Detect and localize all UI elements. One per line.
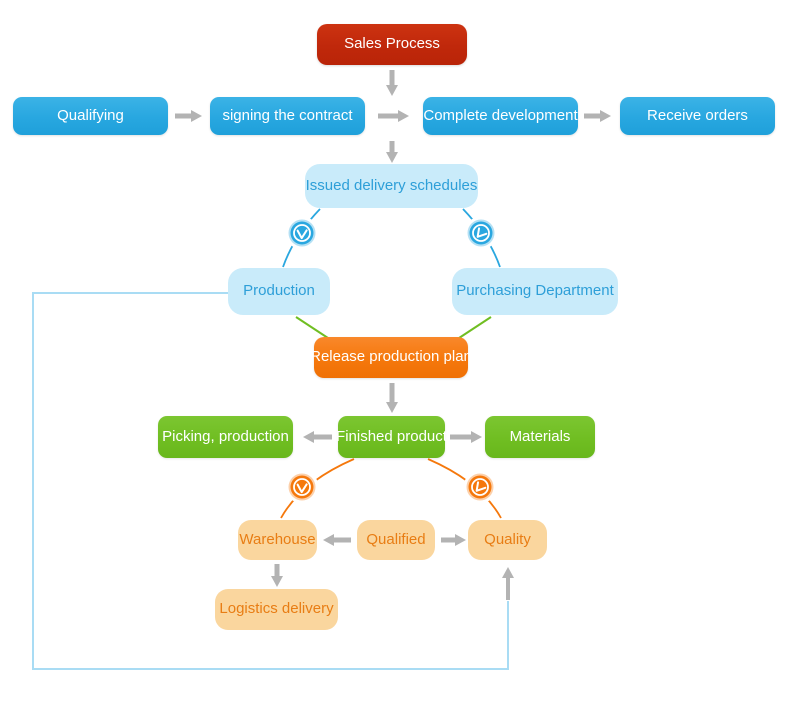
node-qualified: Qualified — [357, 520, 435, 560]
node-materials: Materials — [485, 416, 595, 458]
node-production: Production — [228, 268, 330, 315]
node-logistics-delivery: Logistics delivery — [215, 589, 338, 630]
node-purchasing-department: Purchasing Department — [452, 268, 618, 315]
connector-purchasing-to-release — [455, 316, 492, 341]
connector-production-to-release — [295, 316, 332, 341]
node-qualifying: Qualifying — [13, 97, 168, 135]
clock-icon — [285, 470, 319, 504]
clock-icon — [463, 470, 497, 504]
node-quality: Quality — [468, 520, 547, 560]
node-issued-delivery-schedules: Issued delivery schedules — [305, 164, 478, 208]
node-sales-process: Sales Process — [317, 24, 467, 65]
node-warehouse: Warehouse — [238, 520, 317, 560]
node-finished-product: Finished product — [336, 416, 447, 458]
clock-icon — [285, 216, 319, 250]
node-complete-development: Complete development — [423, 97, 578, 135]
node-signing-the-contract: signing the contract — [210, 97, 365, 135]
node-receive-orders: Receive orders — [620, 97, 775, 135]
clock-icon — [464, 216, 498, 250]
node-release-production-plan: Release production plan — [310, 337, 472, 378]
node-picking-production: Picking, production — [158, 416, 293, 458]
connector-production-to-quality-feedback — [32, 292, 509, 670]
